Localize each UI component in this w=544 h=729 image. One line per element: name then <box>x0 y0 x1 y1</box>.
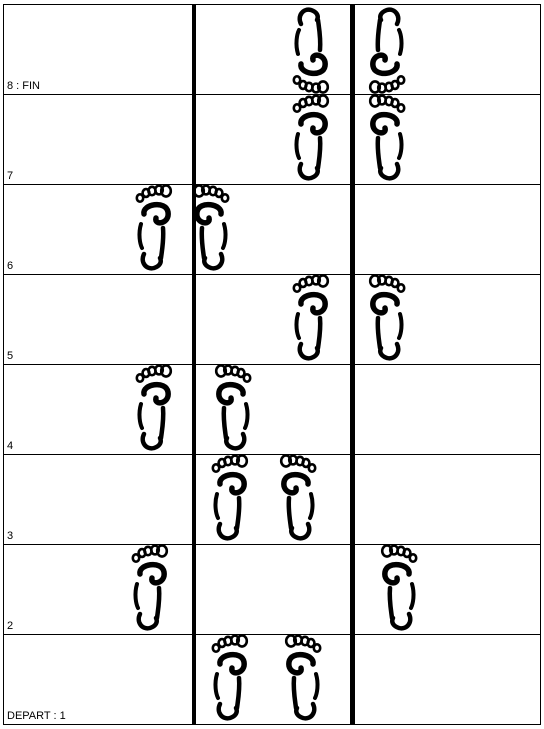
row-divider <box>3 274 541 275</box>
footprint-icon <box>128 544 170 634</box>
grid-row: 8 : FIN <box>3 4 541 94</box>
row-label: 2 <box>7 620 13 632</box>
footprint-icon <box>289 94 331 184</box>
footprint-icon <box>132 184 174 274</box>
row-label: 3 <box>7 530 13 542</box>
grid-border <box>540 4 541 725</box>
row-divider <box>3 454 541 455</box>
grid-row: 7 <box>3 94 541 184</box>
footprint-icon <box>208 454 250 544</box>
row-divider <box>3 184 541 185</box>
footprint-icon <box>132 364 174 454</box>
grid-row: 5 <box>3 274 541 364</box>
footprint-icon <box>208 634 250 724</box>
grid-row: 3 <box>3 454 541 544</box>
row-divider <box>3 724 541 725</box>
column-divider <box>192 4 196 725</box>
row-divider <box>3 94 541 95</box>
grid-row: 6 <box>3 184 541 274</box>
row-label: 5 <box>7 350 13 362</box>
row-label: 4 <box>7 440 13 452</box>
footprint-icon <box>367 94 409 184</box>
row-divider <box>3 364 541 365</box>
row-divider <box>3 544 541 545</box>
footprint-icon <box>283 634 325 724</box>
row-divider <box>3 4 541 5</box>
row-label: DEPART : 1 <box>7 710 66 722</box>
row-label: 7 <box>7 170 13 182</box>
footprint-icon <box>289 4 331 94</box>
footprint-icon <box>379 544 421 634</box>
row-label: 8 : FIN <box>7 80 40 92</box>
grid-row: 2 <box>3 544 541 634</box>
grid-border <box>3 4 4 725</box>
footprint-icon <box>213 364 255 454</box>
grid-row: 4 <box>3 364 541 454</box>
row-label: 6 <box>7 260 13 272</box>
footprint-icon <box>367 4 409 94</box>
footprint-icon <box>191 184 233 274</box>
column-divider <box>350 4 355 725</box>
footprint-icon <box>367 274 409 364</box>
grid-row: DEPART : 1 <box>3 634 541 724</box>
row-divider <box>3 634 541 635</box>
footprint-icon <box>278 454 320 544</box>
footprint-icon <box>289 274 331 364</box>
